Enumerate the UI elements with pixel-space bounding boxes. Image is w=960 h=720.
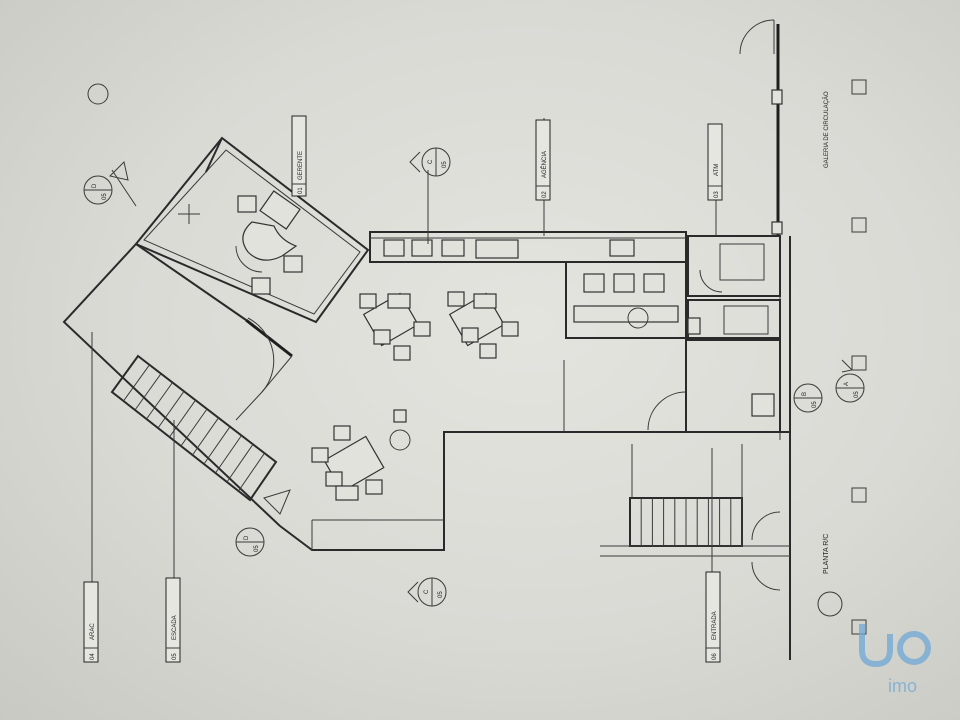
stair-tread xyxy=(226,444,254,483)
section-marker-c-top: C 05 xyxy=(409,147,451,177)
plan-title: PLANTA R/C xyxy=(817,534,843,617)
svg-text:imo: imo xyxy=(888,676,917,696)
svg-text:05: 05 xyxy=(254,545,260,552)
section-marker-b: B 05 xyxy=(793,383,823,413)
stair-tread xyxy=(192,417,219,456)
svg-text:D: D xyxy=(244,535,250,540)
svg-text:04: 04 xyxy=(90,653,96,660)
svg-text:05: 05 xyxy=(102,193,108,200)
workstation-3 xyxy=(311,409,411,501)
svg-text:05: 05 xyxy=(438,591,444,598)
tag-gerente: GERENTE 01 xyxy=(291,115,307,197)
svg-text:PLANTA R/C: PLANTA R/C xyxy=(823,534,830,574)
grid-marker xyxy=(851,355,867,371)
manager-desk xyxy=(242,221,298,261)
section-marker-d-top: D 05 xyxy=(83,161,137,207)
tag-entrada: ENTRADA 06 xyxy=(705,571,721,663)
svg-text:05: 05 xyxy=(812,401,818,408)
section-marker-a: A 05 xyxy=(835,359,865,403)
grid-marker xyxy=(851,79,867,95)
stair-tread xyxy=(157,391,185,429)
tag-agencia: AGÊNCIA 02 xyxy=(535,119,551,201)
svg-text:ENTRADA: ENTRADA xyxy=(712,611,718,640)
svg-text:C: C xyxy=(428,159,434,164)
service-rooms xyxy=(565,235,781,433)
stair-tread xyxy=(215,435,242,474)
svg-text:05: 05 xyxy=(172,653,178,660)
chair xyxy=(283,255,303,273)
svg-text:B: B xyxy=(802,392,808,396)
imo-watermark-logo: imo xyxy=(859,624,931,696)
main-hall-walls xyxy=(62,24,791,660)
workstation-1 xyxy=(359,292,431,361)
svg-text:05: 05 xyxy=(442,161,448,168)
svg-text:06: 06 xyxy=(712,653,718,660)
tag-arac: ARAC 04 xyxy=(83,581,99,663)
tag-escada: ESCADA 05 xyxy=(165,577,181,663)
stair-tread xyxy=(238,452,265,492)
svg-text:ESCADA: ESCADA xyxy=(172,615,178,640)
chair xyxy=(251,277,271,295)
chair xyxy=(237,195,257,213)
entrance-door xyxy=(751,511,781,591)
svg-text:ATM: ATM xyxy=(714,164,720,176)
tag-atm: ATM 03 xyxy=(707,123,723,201)
svg-text:01: 01 xyxy=(298,187,304,194)
svg-text:D: D xyxy=(92,183,98,188)
svg-text:AGÊNCIA: AGÊNCIA xyxy=(540,151,548,178)
grid-marker xyxy=(851,217,867,233)
reference-circle xyxy=(87,83,109,105)
stair-tread xyxy=(146,382,173,420)
staircase-right xyxy=(600,444,790,557)
svg-text:GERENTE: GERENTE xyxy=(298,151,304,180)
svg-text:03: 03 xyxy=(714,191,720,198)
staircase-left xyxy=(110,354,278,502)
svg-text:C: C xyxy=(424,589,430,594)
svg-text:02: 02 xyxy=(542,191,548,198)
svg-text:05: 05 xyxy=(854,391,860,398)
stair-tread xyxy=(134,373,162,411)
stair-tread xyxy=(123,364,150,402)
workstation-2 xyxy=(447,291,519,359)
label-galeria: GALERIA DE CIRCULAÇÃO xyxy=(823,91,830,168)
svg-text:A: A xyxy=(844,382,850,386)
manager-office xyxy=(134,136,370,324)
grid-marker xyxy=(851,487,867,503)
stair-tread xyxy=(180,408,208,447)
svg-text:ARAC: ARAC xyxy=(90,623,96,640)
top-door xyxy=(739,19,783,235)
section-marker-d-bottom: D 05 xyxy=(235,489,291,557)
stair-tread xyxy=(203,426,231,465)
section-marker-c-bottom: C 05 xyxy=(407,577,447,607)
